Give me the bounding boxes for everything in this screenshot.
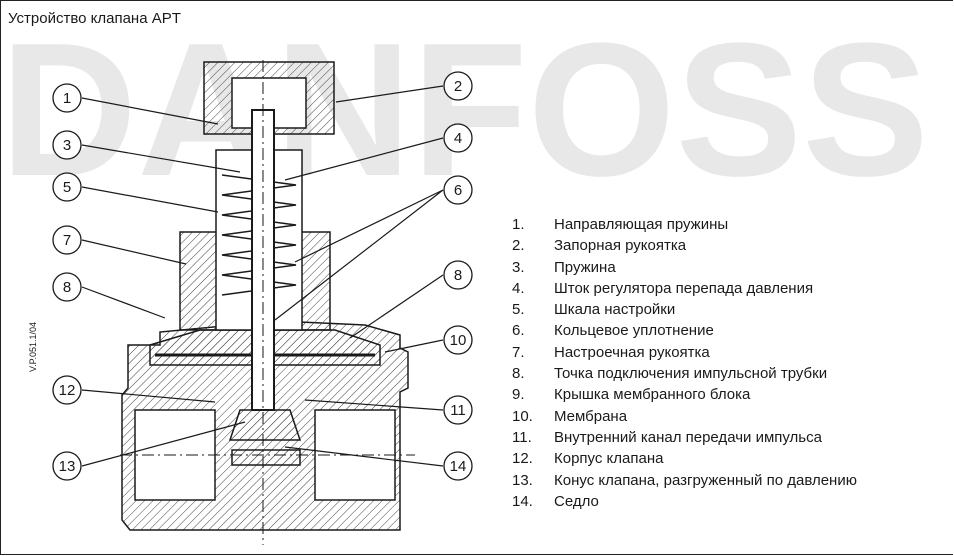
legend-item: 11. Внутренний канал передачи импульса (512, 427, 857, 448)
callout-13-circle (52, 451, 82, 481)
legend-item: 10. Мембрана (512, 406, 857, 427)
legend-text: Шкала настройки (554, 301, 676, 319)
callout-2-circle (443, 71, 473, 101)
callout-4: 4 (454, 130, 462, 147)
legend-number: 5. (512, 301, 525, 319)
legend-number: 1. (512, 216, 525, 233)
callout-5: 5 (63, 179, 71, 196)
legend-item: 4. Шток регулятора перепада давления (512, 278, 857, 299)
callout-14-circle (443, 451, 473, 481)
legend-item: 2. Запорная рукоятка (512, 235, 857, 256)
legend-item: 9. Крышка мембранного блока (512, 384, 857, 405)
callout-8-right-circle (443, 260, 473, 290)
legend-number: 11. (512, 428, 532, 446)
callout-6-circle (443, 175, 473, 205)
legend-text: Седло (554, 492, 599, 510)
legend-number: 12. (512, 450, 533, 468)
legend-number: 8. (512, 365, 525, 383)
legend-text: Пружина (554, 258, 616, 276)
callout-7: 7 (63, 232, 71, 249)
callout-3: 3 (63, 137, 71, 154)
callout-1-circle (52, 83, 82, 113)
callout-8-left-circle (52, 272, 82, 302)
legend-item: 14. Седло (512, 491, 857, 512)
legend-item: 5. Шкала настройки (512, 299, 857, 320)
spring (221, 174, 297, 296)
legend-number: 10. (512, 407, 533, 425)
legend-text: Шток регулятора перепада давления (554, 279, 814, 297)
legend-item: 8. Точка подключения импульсной трубки (512, 363, 857, 384)
legend-number: 6. (512, 322, 525, 340)
callout-2: 2 (454, 78, 462, 95)
callout-13: 13 (59, 458, 76, 475)
valve-cone (228, 409, 302, 441)
callout-8-left: 8 (63, 279, 71, 296)
legend-item: 6. Кольцевое уплотнение (512, 320, 857, 341)
legend-text: Корпус клапана (554, 450, 664, 468)
callout-10: 10 (450, 332, 467, 349)
figure-title: Устройство клапана APT (8, 10, 181, 27)
legend-item: 12. Корпус клапана (512, 448, 857, 469)
legend-text: Настроечная рукоятка (554, 343, 710, 361)
drawing-code: V.P.051.1/04 (28, 321, 38, 372)
callout-8-right: 8 (454, 267, 462, 284)
legend-number: 14. (512, 492, 533, 510)
callout-12-circle (52, 375, 82, 405)
legend-item: 7. Настроечная рукоятка (512, 342, 857, 363)
legend-text: Запорная рукоятка (554, 237, 687, 255)
legend-text: Направляющая пружины (554, 216, 729, 233)
legend-text: Точка подключения импульсной трубки (554, 365, 828, 383)
legend-text: Крышка мембранного блока (554, 386, 751, 404)
callout-12: 12 (59, 382, 76, 399)
callout-6: 6 (454, 182, 462, 199)
legend-text: Конус клапана, разгруженный по давлению (554, 471, 857, 489)
legend-text: Внутренний канал передачи импульса (554, 428, 822, 446)
callout-5-circle (52, 172, 82, 202)
legend-number: 3. (512, 258, 525, 276)
callout-1: 1 (63, 90, 71, 107)
callout-4-circle (443, 123, 473, 153)
callout-14: 14 (450, 458, 467, 475)
parts-legend: 1. Направляющая пружины 2. Запорная рукоятк… (512, 214, 857, 512)
legend-number: 13. (512, 471, 533, 489)
legend-number: 9. (512, 386, 525, 404)
callout-3-circle (52, 130, 82, 160)
valve-seat (231, 449, 301, 466)
legend-item: 13. Конус клапана, разгруженный по давлен… (512, 470, 857, 491)
callout-10-circle (443, 325, 473, 355)
callout-11-circle (443, 395, 473, 425)
callout-7-circle (52, 225, 82, 255)
callout-11: 11 (450, 402, 466, 419)
legend-number: 2. (512, 237, 525, 255)
legend-item: 1. Направляющая пружины (512, 214, 857, 235)
legend-number: 7. (512, 343, 525, 361)
legend-text: Мембрана (554, 407, 628, 425)
legend-item: 3. Пружина (512, 257, 857, 278)
legend-number: 4. (512, 279, 525, 297)
legend-text: Кольцевое уплотнение (554, 322, 714, 340)
